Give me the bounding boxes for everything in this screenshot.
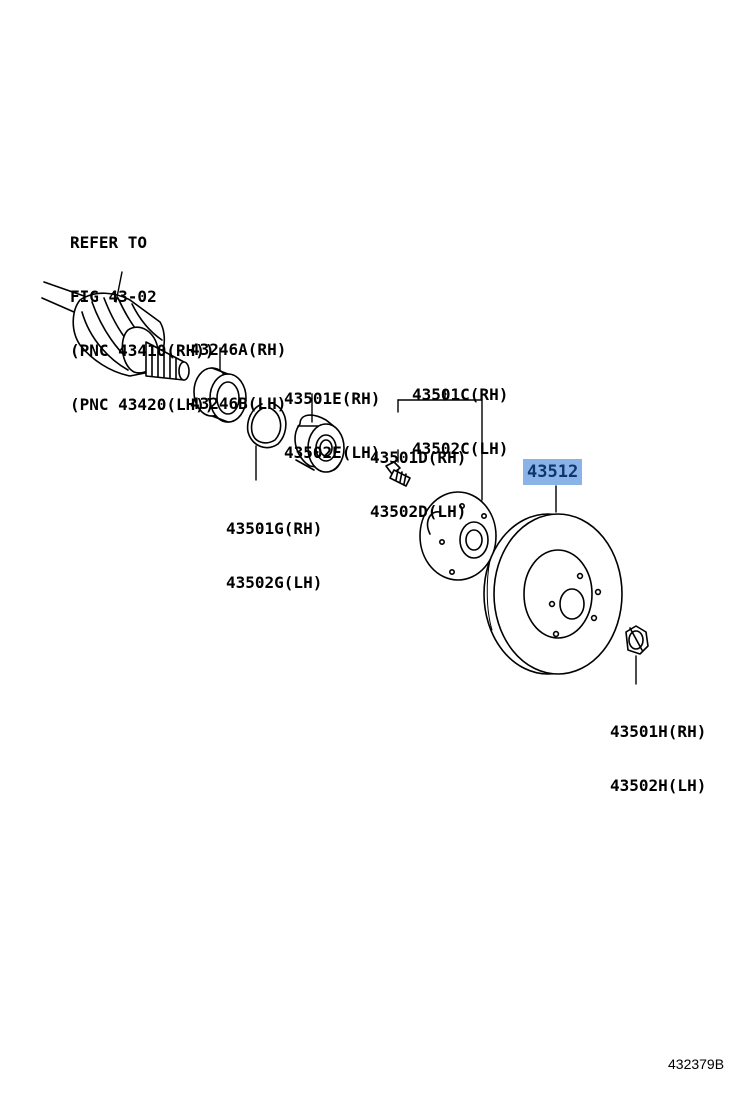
bearing-rh: 43501E(RH) (284, 389, 381, 408)
hub-bearing (294, 414, 345, 473)
refer-to-note[interactable]: REFER TO FIG 43-02 (PNC 43410(RH)) (PNC … (70, 198, 215, 432)
nut-rh: 43501H(RH) (610, 722, 707, 741)
nut-lh: 43502H(LH) (610, 776, 707, 795)
lock-nut (625, 625, 649, 655)
part-label-bearing[interactable]: 43501E(RH) 43502E(LH) (284, 354, 380, 480)
hub-bolt-rh: 43501D(RH) (370, 448, 467, 467)
part-label-disc-highlighted[interactable]: 43512 (523, 459, 583, 485)
part-label-snap-ring[interactable]: 43501G(RH) 43502G(LH) (226, 484, 322, 610)
hub-lh: 43502C(LH) (412, 439, 509, 458)
part-label-nut[interactable]: 43501H(RH) 43502H(LH) (610, 687, 706, 813)
snap-ring-rh: 43501G(RH) (226, 519, 323, 538)
seal-rh: 43246A(RH) (190, 340, 287, 359)
leader-lines (115, 271, 637, 685)
refer-line-3: (PNC 43410(RH)) (70, 341, 215, 360)
part-label-hub-bolt[interactable]: 43501D(RH) 43502D(LH) (370, 413, 466, 539)
part-label-seal[interactable]: 43246A(RH) 43246B(LH) (190, 305, 286, 431)
snap-ring (246, 403, 287, 449)
refer-line-4: (PNC 43420(LH)) (70, 395, 215, 414)
figure-id: 432379B (668, 1056, 725, 1072)
snap-ring-lh: 43502G(LH) (226, 573, 323, 592)
hub-bolt (385, 461, 411, 487)
seal-lh: 43246B(LH) (190, 394, 287, 413)
oil-seal (193, 367, 247, 423)
part-label-hub[interactable]: 43501C(RH) 43502C(LH) (412, 350, 508, 476)
axle-hub (419, 491, 497, 581)
refer-line-1: REFER TO (70, 233, 148, 252)
refer-line-2: FIG 43-02 (70, 287, 157, 306)
hub-rh: 43501C(RH) (412, 385, 509, 404)
bearing-lh: 43502E(LH) (284, 443, 381, 462)
disc-rotor (483, 513, 623, 675)
drive-shaft (41, 281, 190, 381)
hub-bolt-lh: 43502D(LH) (370, 502, 467, 521)
